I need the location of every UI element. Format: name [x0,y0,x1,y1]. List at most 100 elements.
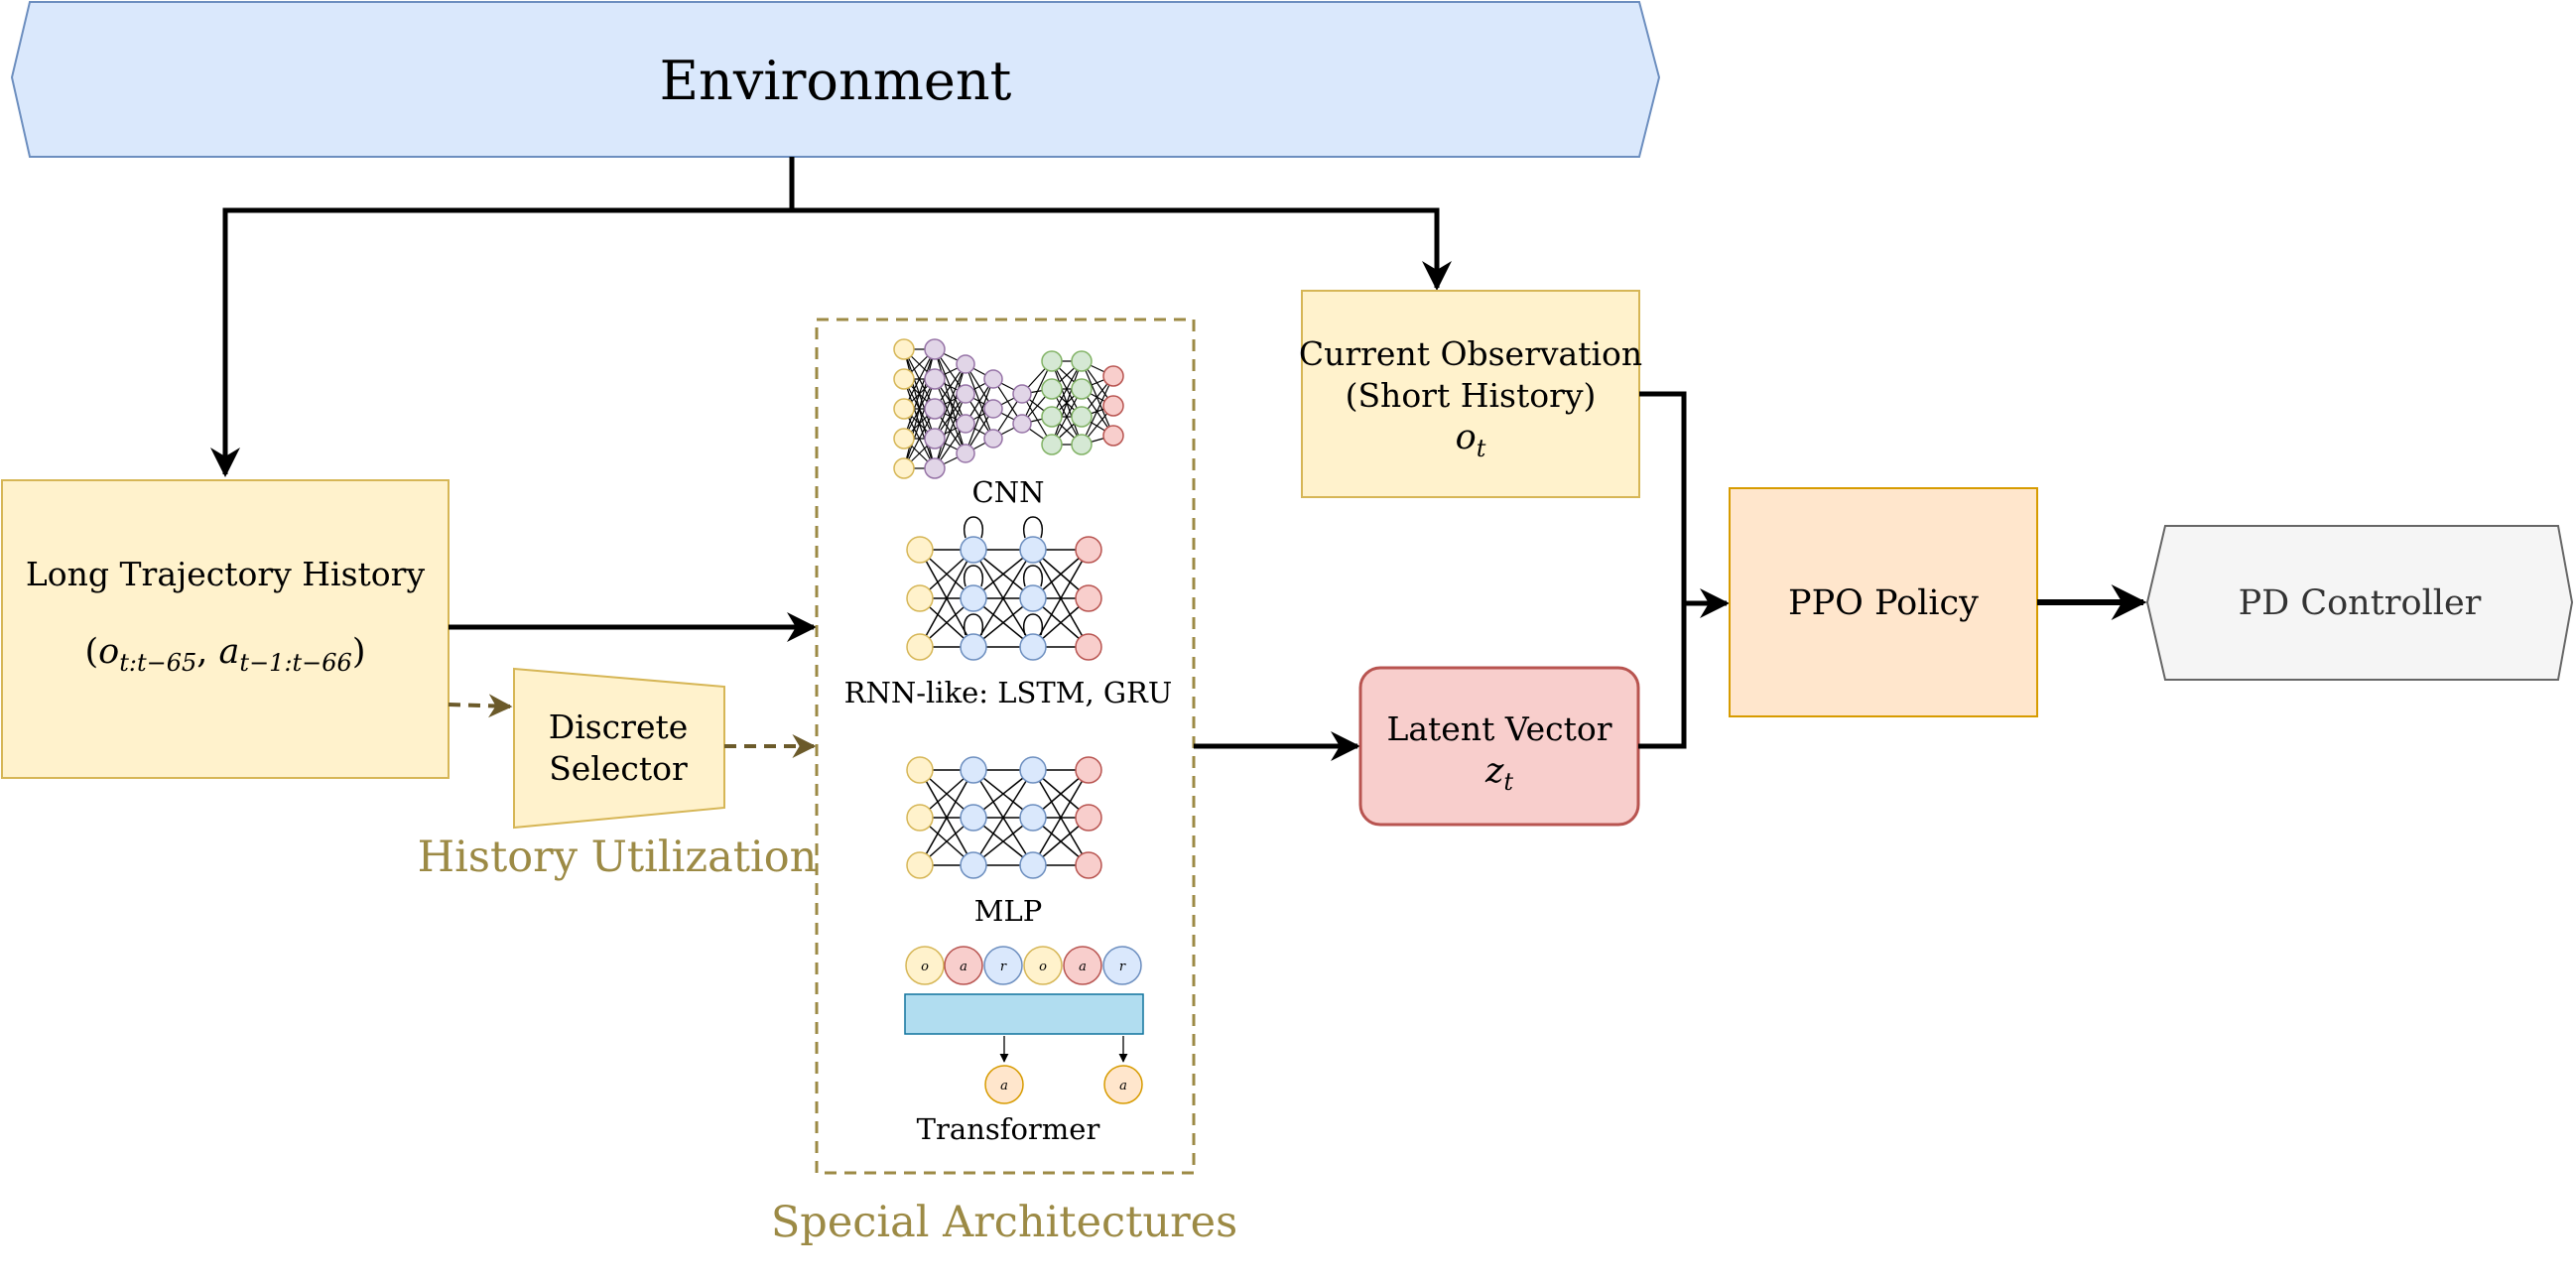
transformer-token [944,946,983,985]
neuron-node [1041,378,1063,400]
ppo-policy-label: PPO Policy [1788,583,1979,623]
pd-controller-label: PD Controller [2239,583,2482,623]
neuron-node [960,756,987,784]
neuron-node [924,398,946,420]
env-to-current-observation-arrow [792,207,1452,291]
ppo-policy-box [1729,487,2038,717]
neuron-node [893,428,915,449]
neuron-node [906,633,934,661]
neuron-node [906,584,934,612]
environment-label: Environment [660,50,1012,112]
neuron-node [1012,384,1032,404]
neuron-node [893,368,915,390]
neuron-node [1019,756,1047,784]
transformer-token-label: r [1119,960,1126,974]
neuron-node [1071,350,1093,372]
neuron-node [1041,406,1063,428]
neuron-node [893,338,915,360]
neuron-node [960,584,987,612]
neuron-node [960,633,987,661]
neuron-node [1075,756,1102,784]
environment-node: Environment [10,1,1661,158]
neuron-node [1102,365,1124,387]
neuron-node [956,354,975,374]
pd-controller-node: PD Controller [2145,525,2574,681]
neuron-node [906,804,934,832]
rnn-edges [919,549,1090,648]
transformer-token [1102,946,1142,985]
transformer-token [1023,946,1063,985]
current-observation-node: Current Observation (Short History) ot [1299,290,1642,498]
neuron-node [1102,395,1124,417]
rnn-recurrent-loops [963,516,1044,636]
transformer-output-node [1103,1065,1143,1104]
latent-vector-node: Latent Vector zt [1358,666,1640,827]
transformer-label: Transformer [917,1112,1100,1146]
transformer-token-label: a [1079,960,1087,974]
neuron-node [983,399,1003,419]
neuron-node [924,368,946,390]
neuron-node [956,414,975,434]
ppo-input-connectors [1638,391,1730,749]
discrete-selector-node: Discrete Selector [513,667,725,830]
neuron-node [924,457,946,479]
neuron-node [1075,851,1102,879]
environment-connectors [210,157,1452,477]
transformer-output-label: a [1000,1079,1008,1093]
discrete-selector-shape [513,667,725,830]
transformer-token [983,946,1023,985]
current-observation-symbol-main: o [1456,418,1477,457]
current-observation-symbol-sub: t [1477,435,1486,462]
neuron-node [1019,536,1047,564]
transformer-token-label: r [1000,960,1007,974]
cnn-network-icon [893,338,1124,479]
transformer-token-label: o [921,960,929,974]
neuron-node [1071,406,1093,428]
neuron-node [1019,804,1047,832]
long-history-title: Long Trajectory History [26,555,426,593]
transformer-block [904,993,1144,1035]
long-history-to-selector-dashed-arrow [448,694,513,718]
cnn-label: CNN [972,475,1045,509]
current-observation-line2: (Short History) [1346,376,1597,415]
neuron-node [906,851,934,879]
neuron-node [983,429,1003,449]
special-architectures-container [815,318,1196,1175]
history-utilization-label: History Utilization [418,833,818,882]
mlp-network-icon [906,756,1102,879]
neuron-node [1041,434,1063,455]
latent-vector-symbol-sub: t [1503,768,1513,796]
discrete-selector-line2: Selector [549,749,688,788]
neuron-node [1075,633,1102,661]
long-history-node: Long Trajectory History (ot:t−65, at−1:t… [1,479,450,779]
neuron-node [1102,425,1124,447]
latent-vector-symbol: zt [1484,751,1513,796]
latent-vector-symbol-main: z [1484,751,1504,791]
ppo-policy-node: PPO Policy [1729,487,2038,717]
env-to-long-history-arrow [210,207,792,477]
latent-to-ppo-line [1638,603,1687,749]
neuron-node [956,384,975,404]
neuron-node [1071,434,1093,455]
neuron-node [924,338,946,360]
neuron-node [956,444,975,463]
neuron-node [960,851,987,879]
transformer-token [1063,946,1102,985]
current-observation-symbol: ot [1456,418,1486,462]
neuron-node [1075,804,1102,832]
current-observation-line1: Current Observation [1299,334,1642,373]
neuron-node [1019,584,1047,612]
pd-controller-shape [2145,525,2574,681]
neuron-node [1075,536,1102,564]
neuron-node [1071,378,1093,400]
rnn-label: RNN-like: LSTM, GRU [844,676,1173,709]
neuron-node [1019,851,1047,879]
neuron-node [1019,633,1047,661]
neuron-node [1075,584,1102,612]
neuron-node [906,756,934,784]
environment-shape [10,1,1661,158]
mlp-edges [919,769,1090,866]
neuron-node [893,457,915,479]
